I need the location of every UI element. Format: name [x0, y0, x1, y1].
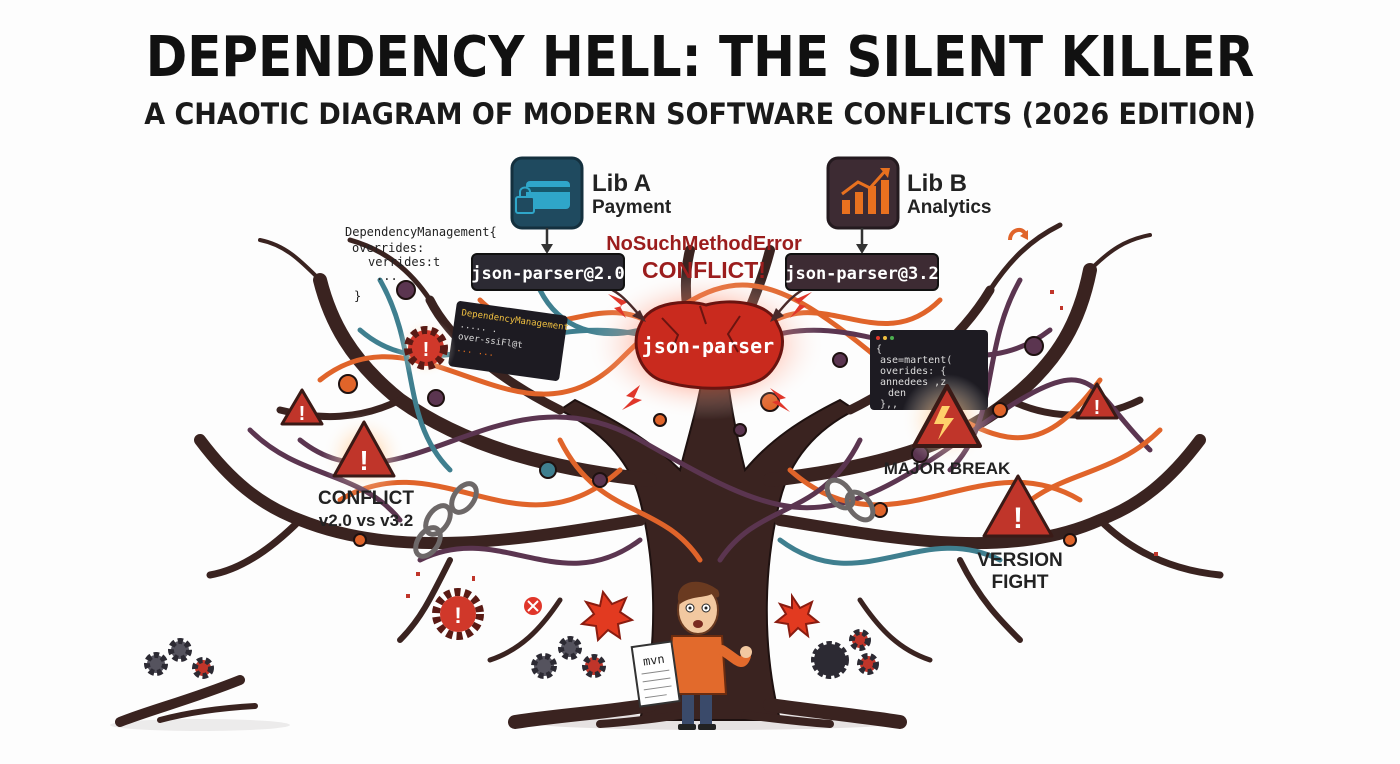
lib-b-role: Analytics — [907, 197, 991, 218]
lib-a-name: Lib A — [592, 170, 651, 197]
svg-text:DependencyManagement{: DependencyManagement{ — [345, 225, 497, 239]
ground-shadow-left — [110, 719, 290, 731]
left-conflict-detail: v2.0 vs v3.2 — [319, 511, 414, 530]
lib-b-dependency-box: json-parser@3.2 — [785, 253, 939, 291]
debris — [406, 290, 1158, 598]
spark-bolts — [608, 292, 812, 412]
broken-chain-right — [824, 477, 876, 523]
paper-sheet: mvn — [630, 640, 681, 708]
warning-triangle-icon: ! — [280, 388, 324, 426]
svg-text:!: ! — [454, 603, 461, 628]
lib-b-name: Lib B — [907, 170, 967, 197]
explosion-icon — [579, 589, 635, 643]
svg-text:!: ! — [299, 403, 306, 425]
close-icon — [524, 597, 542, 615]
lightning-warning-icon — [912, 384, 982, 448]
svg-text:!: ! — [423, 339, 430, 361]
error-message: NoSuchMethodError — [606, 233, 802, 255]
paper-text: mvn — [642, 652, 665, 669]
svg-text:!: ! — [1013, 502, 1023, 535]
conflict-hub-label: json-parser — [642, 334, 774, 358]
lib-b-node: Lib B Analytics — [826, 156, 991, 230]
svg-text:verrides:t: verrides:t — [368, 255, 440, 269]
lib-a-dependency-box: json-parser@2.0 — [471, 253, 625, 291]
svg-text:overrides:: overrides: — [352, 241, 424, 255]
svg-text:den: den — [888, 388, 906, 399]
major-break-label: MAJOR BREAK — [884, 459, 1011, 478]
conflict-hub: json-parser — [634, 300, 784, 390]
svg-text:!: ! — [359, 445, 368, 476]
warning-triangle-icon: ! — [332, 420, 396, 478]
conflict-label: CONFLICT! — [642, 257, 766, 283]
svg-text:overides: {: overides: { — [880, 366, 946, 377]
broken-chain-left — [413, 481, 479, 559]
svg-text:}: } — [354, 289, 361, 303]
explosion-icon — [773, 592, 821, 639]
gear-alert-icon: ! — [432, 588, 484, 640]
code-snippet-left-top: DependencyManagement{ overrides: verride… — [345, 225, 497, 303]
left-conflict-title: CONFLICT — [318, 488, 414, 509]
svg-text:ase=martent(: ase=martent( — [880, 355, 952, 366]
version-fight-line2: FIGHT — [992, 572, 1049, 593]
version-fight-line1: VERSION — [977, 550, 1063, 571]
warning-triangle-icon: ! — [982, 474, 1054, 538]
svg-text:...: ... — [376, 269, 398, 283]
bar-chart-trend-icon — [841, 168, 890, 214]
gear-alert-icon: ! — [404, 326, 448, 370]
confused-developer: mvn — [630, 581, 752, 730]
svg-text:{: { — [876, 344, 882, 355]
svg-text:},,: },, — [880, 399, 898, 410]
lib-a-role: Payment — [592, 197, 672, 218]
warning-triangle-icon: ! — [1075, 382, 1119, 420]
lib-b-dependency-label: json-parser@3.2 — [785, 264, 939, 284]
lib-a-node: Lib A Payment — [510, 156, 672, 230]
code-panel-left: DependencyManagement ..... . over-ssiFl@… — [448, 301, 569, 381]
tree-roots — [115, 675, 907, 729]
svg-text:!: ! — [1094, 397, 1101, 419]
page-subtitle: A CHAOTIC DIAGRAM OF MODERN SOFTWARE CON… — [144, 97, 1256, 132]
arrow-heads — [632, 308, 784, 322]
svg-text:annedees ,z: annedees ,z — [880, 377, 946, 388]
page-title: DEPENDENCY HELL: THE SILENT KILLER — [145, 24, 1255, 90]
gear-icon — [144, 629, 879, 679]
lib-a-dependency-label: json-parser@2.0 — [471, 264, 625, 284]
